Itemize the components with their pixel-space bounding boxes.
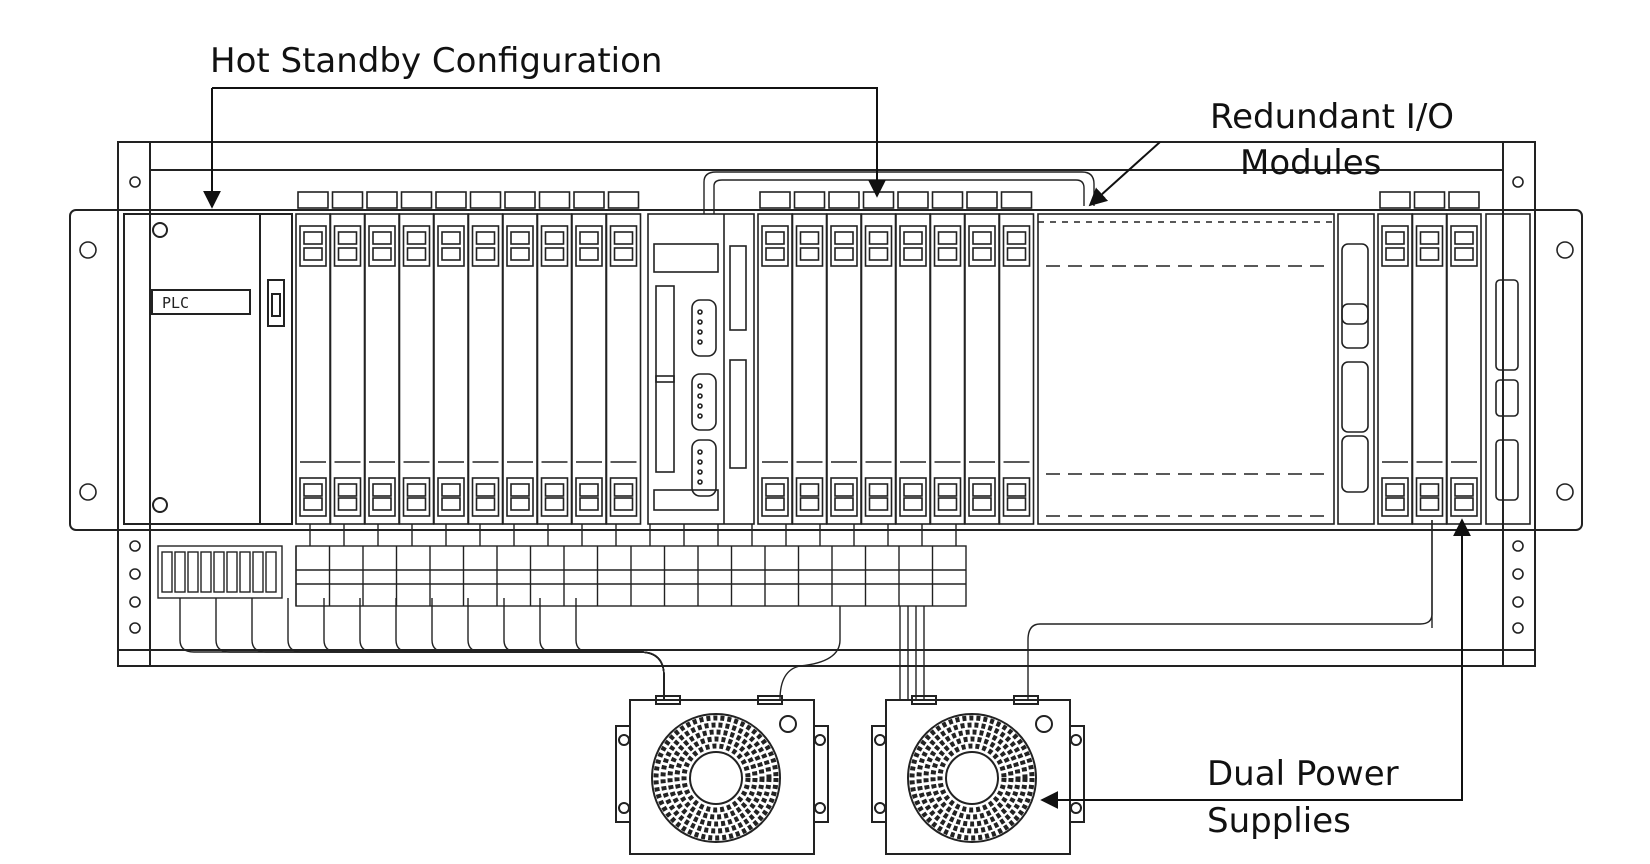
io-module-slice — [757, 191, 793, 525]
callout-leaders — [203, 87, 1471, 809]
fan-icon — [651, 713, 781, 843]
io-module-bank-right — [757, 191, 1035, 525]
mounting-hole — [1512, 568, 1524, 580]
redundant-io-callout-line1: Redundant I/O — [1210, 97, 1455, 137]
empty-slot-panel — [1037, 213, 1375, 525]
comm-port-module — [1485, 213, 1531, 525]
io-module-slice — [329, 191, 366, 525]
mounting-holes — [79, 176, 1574, 634]
mounting-hole — [79, 241, 97, 259]
io-module-bank-far-right — [1377, 191, 1531, 525]
io-module-slice — [929, 191, 966, 525]
io-module-slice — [791, 191, 828, 525]
redundant-io-leader — [1088, 141, 1161, 207]
hot-standby-leader-2 — [212, 87, 886, 198]
connector-icon — [1341, 243, 1369, 325]
io-module-slice — [502, 191, 538, 525]
mounting-hole — [129, 540, 141, 552]
dual-power-callout-line1: Dual Power — [1207, 754, 1399, 794]
mounting-hole — [129, 568, 141, 580]
terminal-block — [157, 524, 967, 607]
connector-icon — [691, 439, 717, 497]
connector-icon — [1341, 435, 1369, 493]
mounting-hole — [1556, 241, 1574, 259]
cpu-module: PLC — [123, 213, 293, 525]
io-module-slice — [895, 191, 931, 525]
redundant-io-callout-line2: Modules — [1240, 143, 1382, 183]
io-module-slice — [964, 191, 1000, 525]
hot-standby-callout: Hot Standby Configuration — [210, 41, 663, 81]
communication-module — [647, 213, 755, 525]
mounting-hole — [129, 622, 141, 634]
io-module-bank-left — [295, 191, 642, 525]
io-module-slice — [467, 191, 504, 525]
dual-power-callout-line2: Supplies — [1207, 801, 1351, 841]
mounting-hole — [1556, 483, 1574, 501]
power-supply-2 — [871, 695, 1085, 855]
rack-frame — [69, 141, 1583, 667]
mounting-hole — [129, 176, 141, 188]
io-module-slice — [398, 191, 435, 525]
io-module-slice — [1377, 191, 1413, 525]
fan-icon — [907, 713, 1037, 843]
connector-icon — [1341, 303, 1369, 349]
io-module-slice — [998, 191, 1035, 525]
io-module-slice — [1446, 191, 1482, 525]
connector-icon — [691, 299, 717, 357]
power-supply-1 — [615, 695, 829, 855]
cpu-label: PLC — [162, 294, 189, 312]
connector-icon — [1341, 361, 1369, 433]
mounting-hole — [1512, 176, 1524, 188]
mounting-hole — [1512, 596, 1524, 608]
mounting-hole — [1512, 622, 1524, 634]
io-module-slice — [571, 191, 607, 525]
io-module-slice — [364, 191, 400, 525]
io-module-slice — [605, 191, 642, 525]
io-module-slice — [1411, 191, 1448, 525]
io-module-slice — [826, 191, 862, 525]
connector-icon — [691, 373, 717, 431]
io-module-slice — [295, 191, 331, 525]
mounting-hole — [79, 483, 97, 501]
power-wiring — [179, 171, 1433, 701]
mounting-hole — [1512, 540, 1524, 552]
mounting-hole — [129, 596, 141, 608]
io-module-slice — [433, 191, 469, 525]
io-module-slice — [536, 191, 573, 525]
io-module-slice — [860, 191, 897, 525]
